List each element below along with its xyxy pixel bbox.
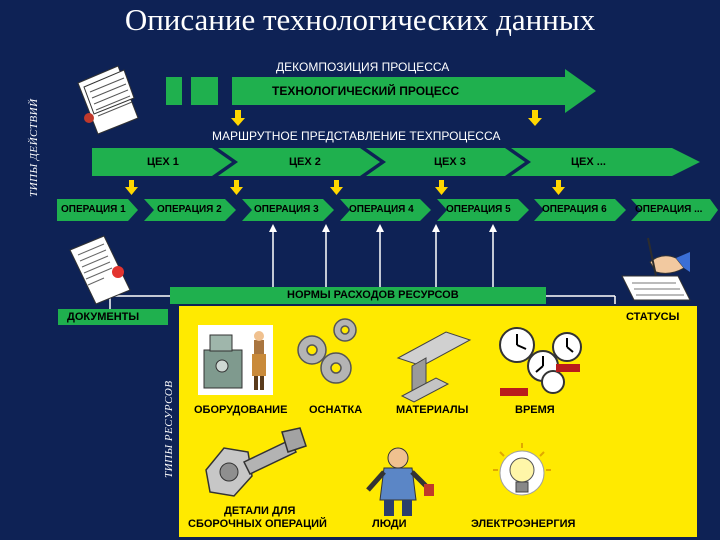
parts-label-line1: ДЕТАЛИ ДЛЯ: [224, 505, 296, 517]
bolt-nut-icon: [205, 427, 307, 497]
norms-label: НОРМЫ РАСХОДОВ РЕСУРСОВ: [287, 289, 459, 301]
clocks-icon: [499, 327, 582, 396]
operation-4-label: ОПЕРАЦИЯ 4: [349, 204, 414, 215]
tooling-label: ОСНАТКА: [309, 404, 363, 416]
workshop-2-label: ЦЕХ 2: [289, 156, 321, 168]
operation-1-label: ОПЕРАЦИЯ 1: [61, 204, 126, 215]
equipment-label: ОБОРУДОВАНИЕ: [194, 404, 288, 416]
workshop-1-label: ЦЕХ 1: [147, 156, 179, 168]
documents-bar: [58, 309, 168, 325]
process-main-arrow: [232, 69, 596, 113]
workshop-3-label: ЦЕХ 3: [434, 156, 466, 168]
process-label: ТЕХНОЛОГИЧЕСКИЙ ПРОЦЕСС: [272, 84, 460, 98]
document-stack-icon: [77, 65, 139, 135]
operation-5-label: ОПЕРАЦИЯ 5: [446, 204, 511, 215]
materials-label: МАТЕРИАЛЫ: [396, 404, 469, 416]
people-label: ЛЮДИ: [372, 518, 407, 530]
decomposition-label: ДЕКОМПОЗИЦИЯ ПРОЦЕССА: [276, 60, 450, 74]
route-label: МАРШРУТНОЕ ПРЕДСТАВЛЕНИЕ ТЕХПРОЦЕССА: [212, 129, 501, 143]
parts-label-line2: СБОРОЧНЫХ ОПЕРАЦИЙ: [188, 518, 327, 530]
workshop-more-label: ЦЕХ ...: [571, 156, 606, 168]
process-block-2: [191, 77, 218, 105]
gears-icon: [297, 318, 357, 384]
light-bulb-icon: [493, 443, 551, 496]
actions-types-label: ТИПЫ ДЕЙСТВИЙ: [28, 98, 40, 197]
signing-icon: [621, 237, 691, 301]
process-arrow: [166, 69, 596, 113]
page-title: Описание технологических данных: [124, 2, 596, 37]
resources-types-label: ТИПЫ РЕСУРСОВ: [163, 380, 175, 478]
operation-3-label: ОПЕРАЦИЯ 3: [254, 204, 319, 215]
worker-icon: [366, 447, 434, 516]
certificate-icon: [69, 235, 131, 305]
norms-bar: [170, 287, 546, 304]
operation-2-label: ОПЕРАЦИЯ 2: [157, 204, 222, 215]
documents-label: ДОКУМЕНТЫ: [67, 311, 140, 323]
operation-chevrons: [57, 199, 718, 221]
energy-label: ЭЛЕКТРОЭНЕРГИЯ: [471, 518, 576, 530]
time-label: ВРЕМЯ: [515, 404, 555, 416]
process-down-arrows: [231, 110, 542, 126]
workshop-down-arrows: [125, 180, 565, 195]
steel-beam-icon: [396, 331, 472, 403]
workshop-chevrons: [92, 148, 700, 176]
equipment-icon: [198, 325, 273, 395]
operation-6-label: ОПЕРАЦИЯ 6: [542, 204, 607, 215]
operation-more-label: ОПЕРАЦИЯ ...: [635, 204, 703, 215]
norms-connectors: [269, 224, 497, 288]
statuses-label: СТАТУСЫ: [626, 311, 680, 323]
process-block-1: [166, 77, 182, 105]
